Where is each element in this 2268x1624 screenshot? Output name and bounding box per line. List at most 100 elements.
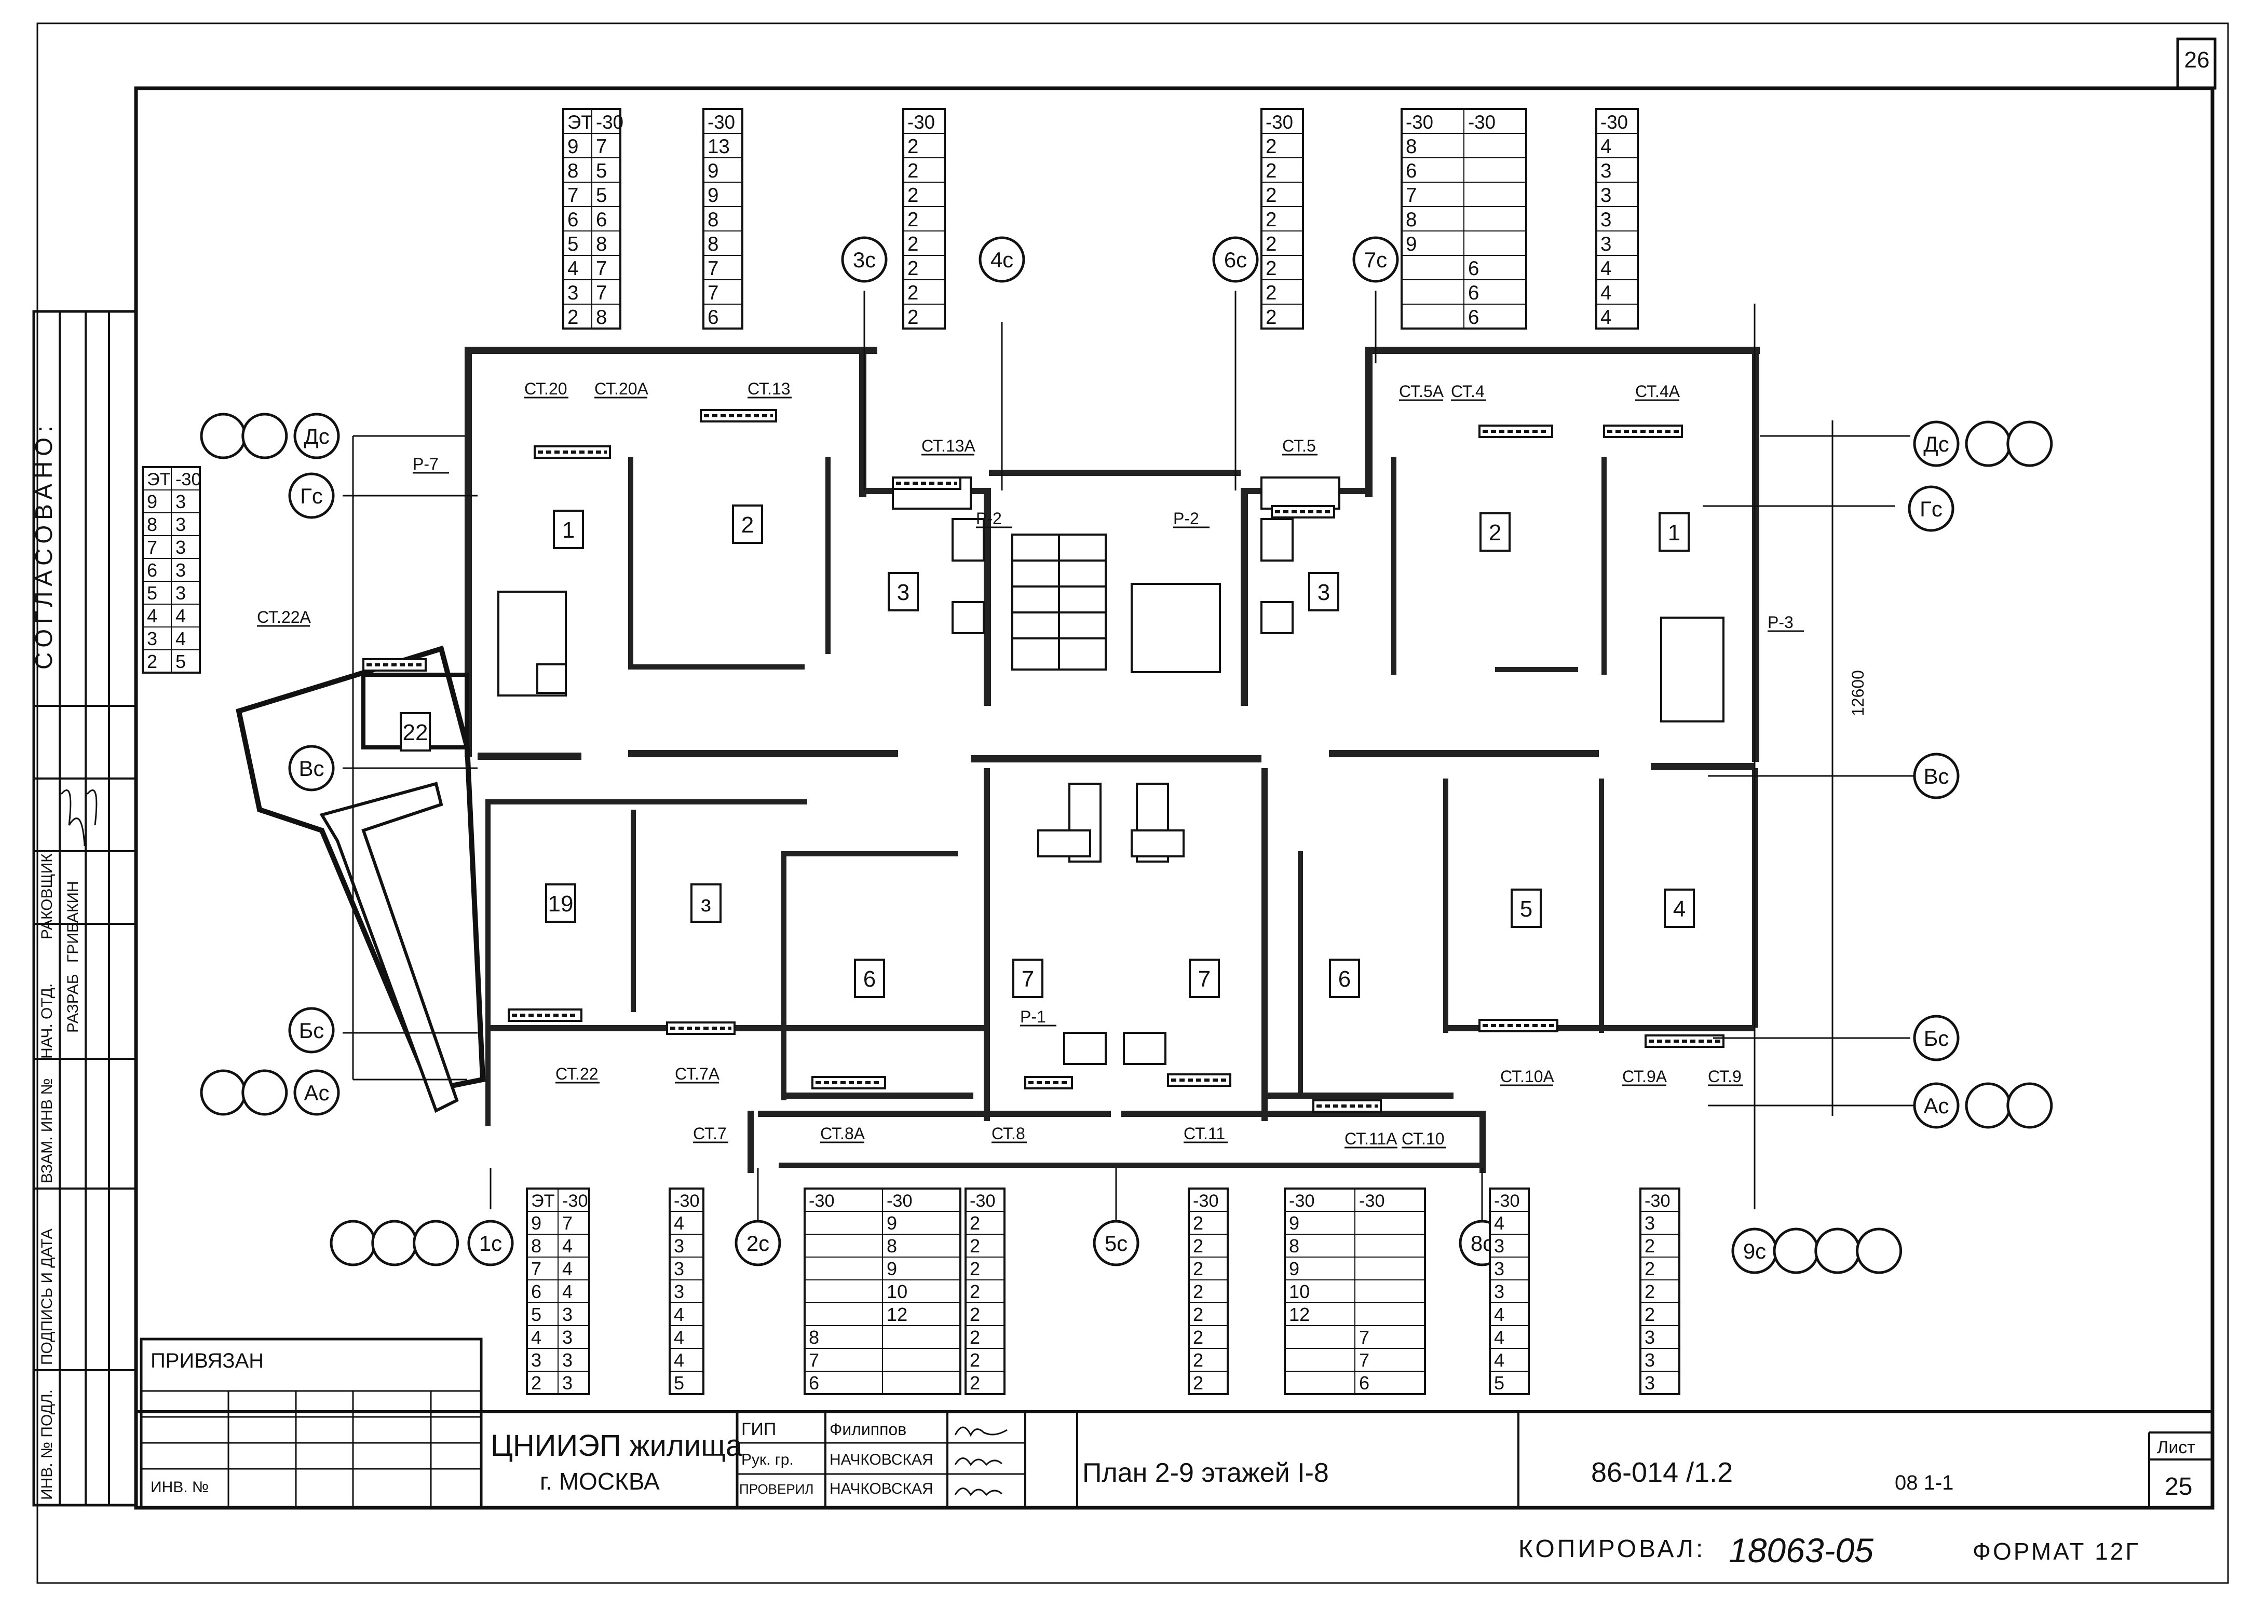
table-header-cell: -30 [1645, 1191, 1671, 1211]
axis-circle [288, 472, 335, 519]
copied-label: КОПИРОВАЛ: [1518, 1535, 1705, 1563]
room-number: 2 [732, 504, 763, 544]
table-cell: 3 [175, 559, 186, 581]
svg-text:СТ.5: СТ.5 [1282, 436, 1316, 455]
table-cell: 8 [531, 1235, 541, 1257]
table-cell: 4 [562, 1281, 573, 1302]
axis-label: Бс [1924, 1026, 1949, 1050]
riser-label: СТ.13 [748, 379, 792, 399]
axis-circle [1913, 1082, 1960, 1129]
table-cell: 6 [596, 209, 607, 231]
table-cell: 2 [907, 135, 918, 158]
svg-text:СТ.11: СТ.11 [1184, 1124, 1225, 1143]
axis-label: 5с [1105, 1231, 1128, 1255]
svg-text:2: 2 [741, 512, 754, 538]
room-number: 6 [854, 959, 885, 998]
inner-frame [134, 86, 2215, 1510]
axis-circle-empty [1965, 1082, 2012, 1129]
table-cell: 2 [1266, 160, 1276, 182]
svg-text:СТ.5А: СТ.5А [1399, 382, 1444, 401]
table-cell: 2 [907, 282, 918, 304]
radiator [1312, 1099, 1382, 1113]
room-number: 2 [1479, 512, 1511, 552]
table-cell: 2 [1193, 1327, 1203, 1348]
table-cell: 7 [147, 537, 157, 558]
table-cell: 7 [567, 184, 578, 207]
axis-circle-empty [413, 1220, 459, 1266]
table-cell: 3 [1494, 1281, 1504, 1302]
table-header-cell: -30 [1468, 112, 1496, 133]
svg-text:СТ.11А: СТ.11А [1344, 1129, 1397, 1148]
pipe-tag: Р-7 [413, 455, 449, 474]
vzam-label: ВЗАМ. ИНВ № [38, 1078, 56, 1183]
axis-top-2: 6с [1212, 236, 1259, 283]
table-cell: 6 [1359, 1372, 1369, 1394]
podpis-label: ПОДПИСЬ И ДАТА [38, 1229, 56, 1365]
svg-text:4: 4 [1673, 896, 1686, 922]
axis-circle-empty [371, 1220, 418, 1266]
razrab-name: ГРИБАКИН [64, 881, 82, 963]
outer-frame [36, 22, 2229, 1584]
svg-text:6: 6 [863, 966, 876, 992]
table-cell: 7 [1359, 1349, 1369, 1371]
axis-bottom-4: 9с [1731, 1227, 1778, 1274]
axis-label: 4с [990, 248, 1013, 272]
table-cell: 3 [1600, 184, 1611, 207]
table-cell: 2 [1266, 135, 1276, 158]
axis-top-0: 3с [841, 236, 888, 283]
table-cell: 2 [1266, 306, 1276, 329]
table-cell: 8 [1406, 135, 1417, 158]
copied-value: 18063-05 [1729, 1531, 1873, 1570]
inv-podl-label: ИНВ. № ПОДЛ. [38, 1389, 56, 1500]
table-cell: 9 [1289, 1212, 1299, 1234]
riser-label: СТ.22 [555, 1065, 600, 1084]
svg-text:СТ.4: СТ.4 [1451, 382, 1485, 401]
axis-circle-empty [241, 1069, 288, 1116]
table-cell: 3 [1645, 1212, 1655, 1234]
axis-circle [735, 1220, 781, 1266]
axis-label: Гс [1920, 497, 1943, 521]
table-cell: 2 [1266, 282, 1276, 304]
table-cell: 3 [175, 491, 186, 512]
table-border [1260, 108, 1304, 330]
riser-label: СТ.8 [992, 1124, 1027, 1143]
table-cell: 2 [1645, 1281, 1655, 1302]
nach-otd-label: НАЧ. ОТД. [38, 984, 56, 1059]
axis-circle-empty [2006, 420, 2053, 467]
table-cell: 9 [708, 184, 718, 207]
table-cell: 6 [1406, 160, 1417, 182]
axis-label: Ас [1923, 1094, 1949, 1118]
table-cell: 2 [970, 1372, 980, 1394]
pipe-tag: Р-1 [1020, 1007, 1056, 1027]
table-cell: 2 [907, 160, 918, 182]
table-cell: 3 [175, 582, 186, 604]
table-cell: 3 [175, 514, 186, 535]
org-city: г. МОСКВА [540, 1468, 660, 1495]
table-cell: 7 [809, 1349, 819, 1371]
axis-label: Бс [299, 1018, 324, 1043]
table-cell: 6 [531, 1281, 541, 1302]
axis-circle [1212, 236, 1259, 283]
table-cell: 8 [887, 1235, 897, 1257]
axis-label: 7с [1364, 248, 1387, 272]
table-cell: 4 [1494, 1304, 1504, 1325]
table-cell: 9 [1406, 233, 1417, 255]
table-cell: 5 [531, 1304, 541, 1325]
riser-label: СТ.20А [594, 379, 649, 399]
svg-text:СТ.22А: СТ.22А [257, 608, 311, 626]
table-cell: 5 [674, 1372, 684, 1394]
table-cell: 2 [1645, 1258, 1655, 1279]
table-cell: 4 [1600, 306, 1611, 329]
table-cell: 2 [907, 257, 918, 280]
axis-label: Дс [304, 424, 329, 448]
svg-text:Р-2: Р-2 [1173, 509, 1199, 528]
axis-label: Вс [1923, 764, 1949, 788]
radiator [892, 476, 961, 490]
axis-left-0: Дс [293, 413, 340, 459]
table-cell: 2 [1266, 257, 1276, 280]
table-cell: 6 [1468, 306, 1479, 329]
